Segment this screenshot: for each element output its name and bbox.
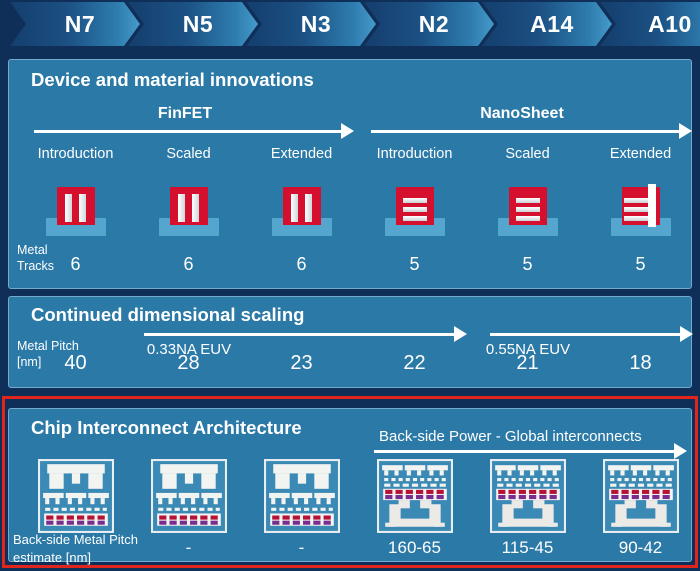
metal-pitch-value: 22 xyxy=(403,352,426,374)
metal-tracks-value: 5 xyxy=(522,254,533,274)
forksheet-device-icon xyxy=(610,184,671,236)
frontside-chip-cross-section-icon xyxy=(151,459,227,533)
nanosheet-era-label: NanoSheet xyxy=(480,105,564,122)
metal-tracks-value: 5 xyxy=(409,254,420,274)
backside-pitch-value xyxy=(19,538,132,558)
finfet-device-icon xyxy=(271,187,332,236)
backside-pitch-value: 90-42 xyxy=(618,538,663,557)
metal-pitch-row-label: Metal Pitch [nm] xyxy=(17,339,79,369)
metal-tracks-value: 5 xyxy=(635,254,646,274)
backside-chip-cross-section-icon xyxy=(490,459,566,533)
backside-chip-cross-section-icon xyxy=(603,459,679,533)
metal-pitch-value: 18 xyxy=(629,352,652,374)
metal-pitch-value: 40 xyxy=(64,352,87,374)
metal-pitch-value: 21 xyxy=(516,352,539,374)
euv-033na-label: 0.33NA EUV xyxy=(146,341,232,358)
node-chevron-n5: N5 xyxy=(128,2,258,46)
backside-pitch-value: - xyxy=(185,538,192,557)
panel-title: Device and material innovations xyxy=(31,69,314,90)
euv-033na-arrow-icon xyxy=(144,326,467,342)
nanosheet-device-icon xyxy=(497,187,558,236)
backside-power-arrow-icon xyxy=(374,443,687,459)
stage-label: Scaled xyxy=(505,146,550,162)
backside-chip-cross-section-icon xyxy=(377,459,453,533)
metal-tracks-row-label: Metal Tracks xyxy=(17,243,55,273)
node-chevron-a14: A14 xyxy=(482,2,612,46)
node-chevron-n7: N7 xyxy=(10,2,140,46)
backside-pitch-row-label: Back-side Metal Pitch estimate [nm] xyxy=(13,532,138,565)
metal-tracks-value: 6 xyxy=(296,254,307,274)
backside-power-label: Back-side Power - Global interconnects xyxy=(379,428,642,445)
highlight-frame xyxy=(2,396,698,568)
finfet-device-icon xyxy=(158,187,219,236)
finfet-era-label: FinFET xyxy=(157,105,213,122)
stage-label: Extended xyxy=(609,146,672,162)
node-header: N7 N5 N3 N2 A14 A10 xyxy=(0,2,700,46)
node-label: N5 xyxy=(182,10,214,37)
node-chevron-a10: A10 xyxy=(600,2,700,46)
device-icons-row xyxy=(19,184,697,236)
metal-pitch-value: 23 xyxy=(290,352,313,374)
backside-pitch-values-row: - - 160-65 115-45 90-42 xyxy=(19,538,697,558)
node-label: N2 xyxy=(418,10,450,37)
node-chevron-n2: N2 xyxy=(364,2,494,46)
backside-pitch-value: 115-45 xyxy=(501,538,554,557)
node-chevron-n3: N3 xyxy=(246,2,376,46)
node-label: A10 xyxy=(648,10,692,37)
metal-tracks-values-row: 6 6 6 5 5 5 xyxy=(19,254,697,275)
metal-tracks-value: 6 xyxy=(183,254,194,274)
euv-055na-arrow-icon xyxy=(490,326,693,342)
euv-055na-label: 0.55NA EUV xyxy=(485,341,571,358)
node-label: A14 xyxy=(530,10,574,37)
finfet-device-icon xyxy=(45,187,106,236)
panel-dimensional-scaling: Continued dimensional scaling 0.33NA EUV… xyxy=(8,296,693,388)
stage-labels-row: Introduction Scaled Extended Introductio… xyxy=(19,146,697,162)
frontside-chip-cross-section-icon xyxy=(38,459,114,533)
finfet-arrow-icon xyxy=(34,123,354,139)
node-label: N7 xyxy=(64,10,96,37)
backside-pitch-value: 160-65 xyxy=(388,538,441,557)
metal-tracks-value: 6 xyxy=(70,254,81,274)
node-label: N3 xyxy=(300,10,332,37)
panel-device-innovations: Device and material innovations FinFET N… xyxy=(8,59,692,289)
nanosheet-arrow-icon xyxy=(371,123,692,139)
stage-label: Scaled xyxy=(166,146,211,162)
nanosheet-device-icon xyxy=(384,187,445,236)
chip-icons-row xyxy=(19,459,697,533)
frontside-chip-cross-section-icon xyxy=(264,459,340,533)
panel-title: Continued dimensional scaling xyxy=(31,304,305,325)
stage-label: Introduction xyxy=(376,146,453,162)
metal-pitch-values-row: 40 28 23 22 21 18 xyxy=(19,352,697,375)
metal-pitch-value: 28 xyxy=(177,352,200,374)
panel-title: Chip Interconnect Architecture xyxy=(31,417,302,438)
stage-label: Introduction xyxy=(37,146,114,162)
panel-chip-interconnect: Chip Interconnect Architecture Back-side… xyxy=(8,408,692,565)
stage-label: Extended xyxy=(270,146,333,162)
backside-pitch-value: - xyxy=(298,538,305,557)
